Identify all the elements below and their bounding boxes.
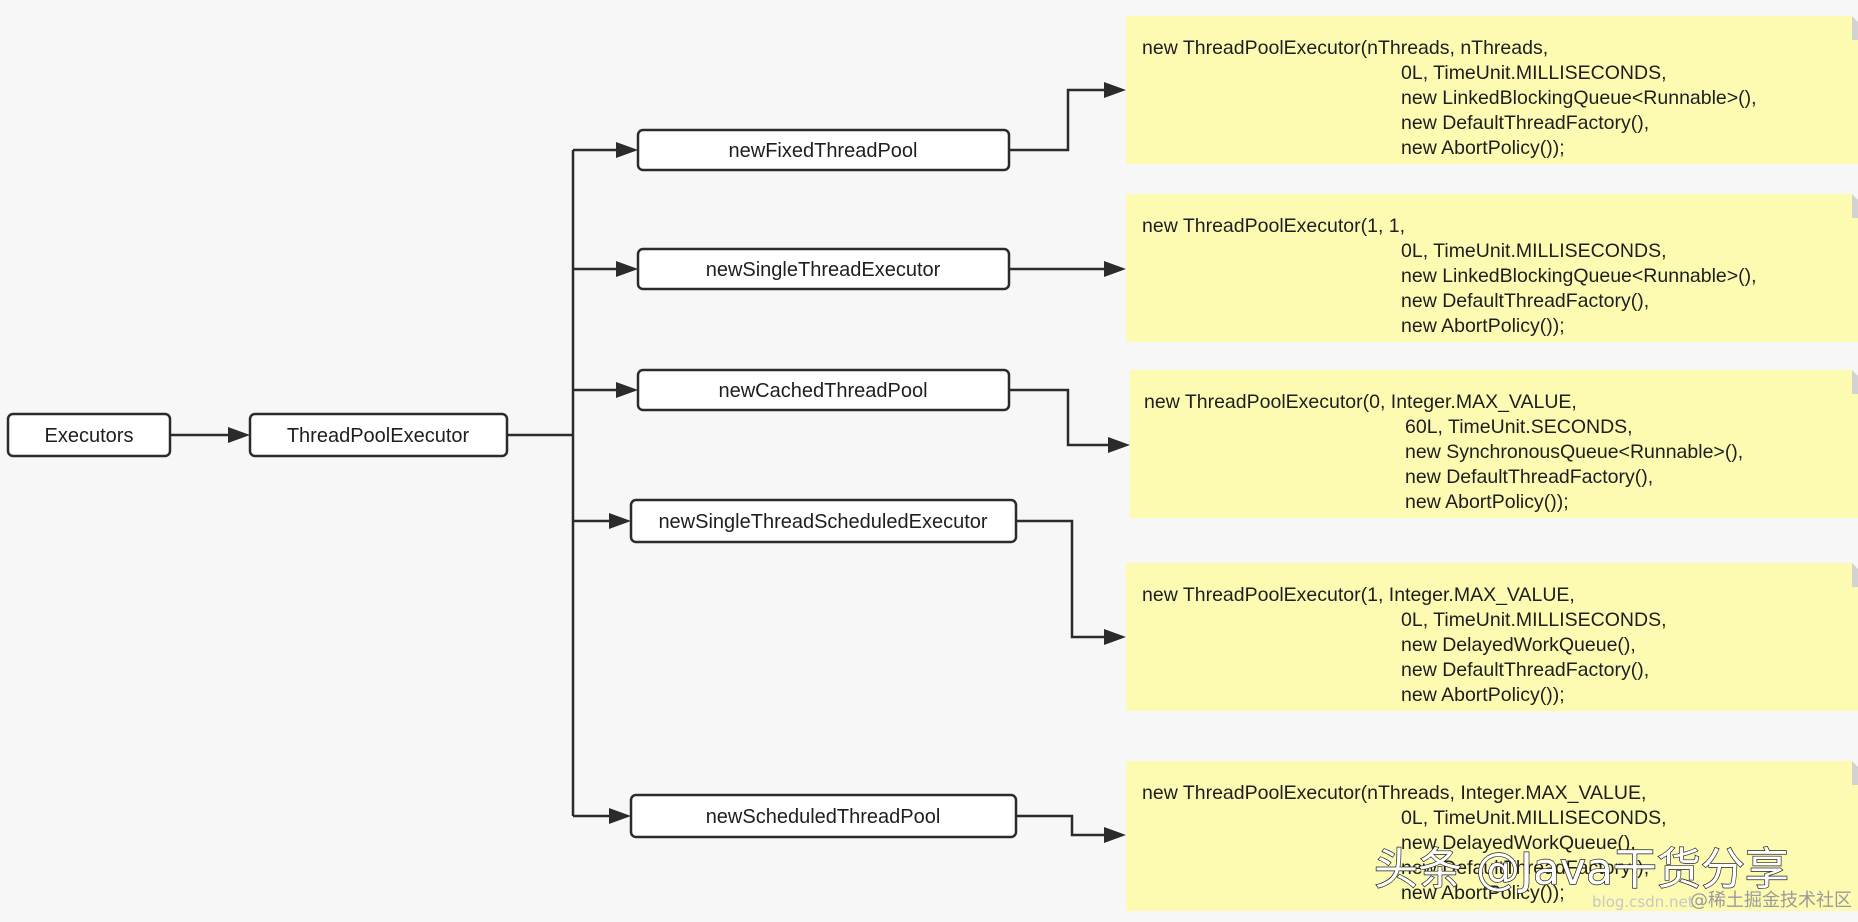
arrowhead <box>1104 82 1126 98</box>
arrowhead <box>1104 629 1126 645</box>
note-background <box>1126 563 1858 711</box>
arrowhead <box>1104 827 1126 843</box>
arrowhead <box>616 261 638 277</box>
note-background <box>1126 761 1858 911</box>
connector-scheduled-to-note <box>1016 814 1106 837</box>
note-line: 0L, TimeUnit.MILLISECONDS, <box>1401 240 1667 262</box>
node-label: newSingleThreadExecutor <box>706 259 941 281</box>
note-background <box>1126 16 1858 164</box>
node-label: Executors <box>45 425 134 447</box>
note-line: 0L, TimeUnit.MILLISECONDS, <box>1401 62 1667 84</box>
node-label: newFixedThreadPool <box>729 140 918 162</box>
note-fold-corner <box>1852 370 1858 394</box>
note-line: new DefaultThreadFactory(), <box>1401 112 1649 134</box>
note-single: new ThreadPoolExecutor(1, 1, 0L, TimeUni… <box>1126 194 1858 342</box>
note-line: new ThreadPoolExecutor(1, 1, <box>1142 215 1405 237</box>
arrowhead <box>616 142 638 158</box>
note-line: new AbortPolicy()); <box>1401 315 1565 337</box>
note-line: new LinkedBlockingQueue<Runnable>(), <box>1401 87 1757 109</box>
node-box <box>636 247 1011 291</box>
watermark-blog-url: blog.csdn.net <box>1592 893 1694 911</box>
connectors <box>170 82 1130 843</box>
arrowhead <box>616 382 638 398</box>
watermark-juejin: @稀土掘金技术社区 <box>1690 890 1852 911</box>
note-fold-corner <box>1852 761 1858 785</box>
note-line: new ThreadPoolExecutor(1, Integer.MAX_VA… <box>1142 584 1575 606</box>
note-line: new DefaultThreadFactory(), <box>1401 290 1649 312</box>
note-line: 0L, TimeUnit.MILLISECONDS, <box>1401 807 1667 829</box>
note-fold-corner <box>1852 563 1858 587</box>
arrowhead <box>1108 437 1130 453</box>
node-thread-pool-executor[interactable]: ThreadPoolExecutor <box>248 412 509 458</box>
note-line: new DefaultThreadFactory(), <box>1401 659 1649 681</box>
watermark-toutiao: 头条 @Java干货分享 <box>1374 844 1789 895</box>
connector-fixed-to-note <box>1009 88 1106 152</box>
note-line: 0L, TimeUnit.MILLISECONDS, <box>1401 609 1667 631</box>
node-new-single-thread-executor[interactable]: newSingleThreadExecutor <box>636 247 1011 291</box>
note-background <box>1130 370 1858 518</box>
node-box <box>6 412 172 458</box>
node-executors[interactable]: Executors <box>6 412 172 458</box>
note-single-scheduled: new ThreadPoolExecutor(1, Integer.MAX_VA… <box>1126 563 1858 711</box>
node-label: newScheduledThreadPool <box>706 806 941 828</box>
node-label: newCachedThreadPool <box>718 380 927 402</box>
node-box <box>636 368 1011 412</box>
node-new-cached-thread-pool[interactable]: newCachedThreadPool <box>636 368 1011 412</box>
arrowhead <box>1104 261 1126 277</box>
note-line: new SynchronousQueue<Runnable>(), <box>1405 441 1743 463</box>
connector-single-scheduled-to-note <box>1016 519 1106 639</box>
note-line: new AbortPolicy()); <box>1401 684 1565 706</box>
node-label: newSingleThreadScheduledExecutor <box>658 511 987 533</box>
node-new-single-thread-scheduled-executor[interactable]: newSingleThreadScheduledExecutor <box>629 498 1018 544</box>
note-scheduled: new ThreadPoolExecutor(nThreads, Integer… <box>1126 761 1858 911</box>
note-line: new AbortPolicy()); <box>1401 137 1565 159</box>
node-new-scheduled-thread-pool[interactable]: newScheduledThreadPool <box>629 793 1018 839</box>
node-box <box>248 412 509 458</box>
note-cached: new ThreadPoolExecutor(0, Integer.MAX_VA… <box>1130 370 1858 518</box>
note-line: new AbortPolicy()); <box>1405 491 1569 513</box>
note-background <box>1126 194 1858 342</box>
note-line: 60L, TimeUnit.SECONDS, <box>1405 416 1633 438</box>
arrowhead <box>228 427 250 443</box>
note-line: new ThreadPoolExecutor(nThreads, nThread… <box>1142 37 1548 59</box>
note-line: new DelayedWorkQueue(), <box>1401 634 1636 656</box>
note-line: new DefaultThreadFactory(), <box>1405 466 1653 488</box>
note-line: new AbortPolicy()); <box>1401 882 1565 904</box>
note-fixed: new ThreadPoolExecutor(nThreads, nThread… <box>1126 16 1858 164</box>
note-line: new DelayedWorkQueue(), <box>1401 832 1636 854</box>
note-fold-corner <box>1852 16 1858 40</box>
node-box <box>629 793 1018 839</box>
note-line: new ThreadPoolExecutor(nThreads, Integer… <box>1142 782 1646 804</box>
note-line: new LinkedBlockingQueue<Runnable>(), <box>1401 265 1757 287</box>
connector-cached-to-note <box>1009 388 1110 447</box>
note-line: new ThreadPoolExecutor(0, Integer.MAX_VA… <box>1144 391 1577 413</box>
node-label: ThreadPoolExecutor <box>287 425 470 447</box>
node-new-fixed-thread-pool[interactable]: newFixedThreadPool <box>636 128 1011 172</box>
arrowhead <box>609 808 631 824</box>
node-box <box>629 498 1018 544</box>
note-line: new DefaultThreadFactory(), <box>1401 857 1649 879</box>
node-box <box>636 128 1011 172</box>
arrowhead <box>609 513 631 529</box>
note-fold-corner <box>1852 194 1858 218</box>
